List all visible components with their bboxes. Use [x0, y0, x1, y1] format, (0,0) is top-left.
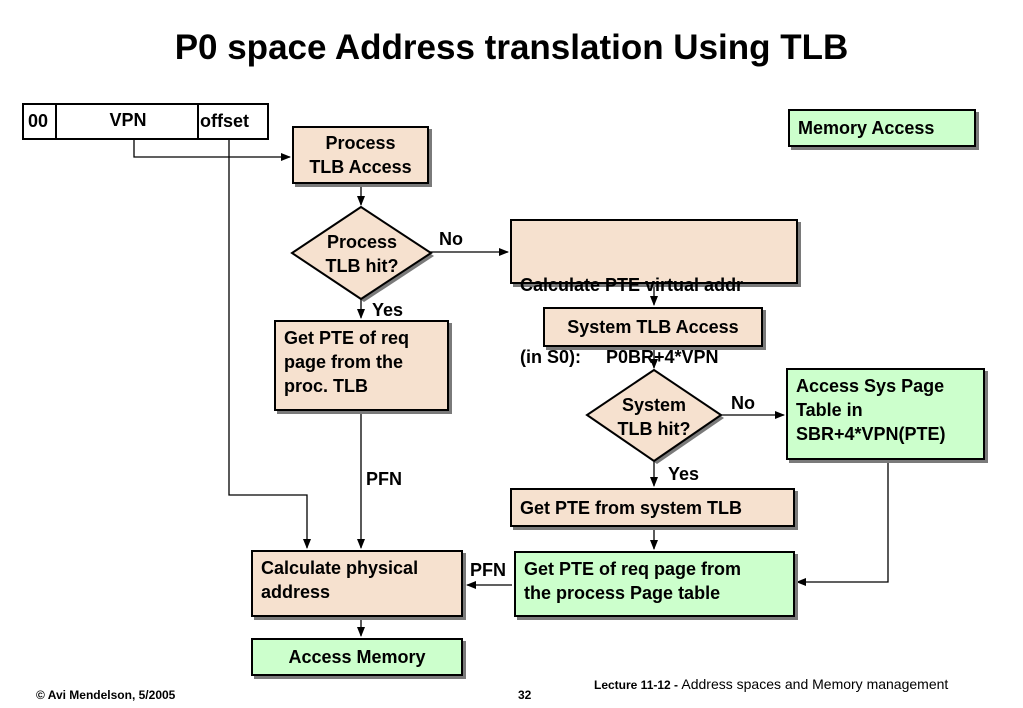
- process-tlb-hit-label: Process TLB hit?: [292, 230, 432, 278]
- edge-label-pfn-proc: PFN: [366, 469, 402, 489]
- process-tlb-access-line-1: Process: [325, 133, 396, 153]
- process-tlb-access-box: Process TLB Access: [292, 126, 429, 184]
- access-sys-page-table-box: Access Sys Page Table in SBR+4*VPN(PTE): [786, 368, 985, 460]
- get-pte-proc-tlb-line-3: proc. TLB: [284, 376, 368, 396]
- address-field-vpn: VPN: [109, 110, 147, 130]
- system-tlb-hit-line-2: TLB hit?: [617, 419, 691, 439]
- process-tlb-hit-diamond: [290, 205, 433, 301]
- address-field-offset: offset: [200, 111, 249, 131]
- footer-lecture-title: Address spaces and Memory management: [681, 676, 949, 692]
- system-tlb-hit-label: System TLB hit?: [587, 393, 721, 441]
- get-pte-proc-tlb-line-1: Get PTE of req: [284, 328, 410, 348]
- footer-copyright: © Avi Mendelson, 5/2005: [36, 688, 176, 702]
- process-tlb-hit-line-1: Process: [326, 232, 398, 252]
- footer-lecture: Lecture 11-12 - Address spaces and Memor…: [594, 676, 948, 692]
- process-tlb-access-line-2: TLB Access: [309, 157, 412, 177]
- virtual-address-format: 00 VPN offset: [22, 103, 269, 140]
- footer-page-number: 32: [518, 688, 532, 702]
- edge-label-no-process: No: [439, 229, 463, 249]
- access-sys-page-table-line-1: Access Sys Page: [796, 376, 945, 396]
- system-tlb-access-box: System TLB Access: [543, 307, 763, 347]
- get-pte-sys-tlb-box: Get PTE from system TLB: [510, 488, 795, 527]
- edge-sys-pagetable-to-pt: [796, 460, 889, 586]
- system-tlb-hit-diamond: [585, 368, 723, 463]
- calc-pte-vaddr-line-1: Calculate PTE virtual addr: [520, 275, 744, 295]
- memory-access-legend-box: Memory Access: [788, 109, 976, 147]
- address-divider: [197, 105, 199, 138]
- system-tlb-hit-line-1: System: [621, 395, 687, 415]
- footer-lecture-prefix: Lecture 11-12 -: [594, 678, 682, 692]
- calc-physical-line-1: Calculate physical: [261, 558, 419, 578]
- edge-label-pfn-pagetable: PFN: [470, 560, 506, 580]
- access-memory-box: Access Memory: [251, 638, 463, 676]
- get-pte-proc-tlb-line-2: page from the: [284, 352, 404, 372]
- page-title: P0 space Address translation Using TLB: [174, 28, 849, 67]
- get-pte-page-table-box: Get PTE of req page from the process Pag…: [514, 551, 795, 617]
- edge-label-yes-process: Yes: [372, 300, 404, 320]
- access-sys-page-table-line-3: SBR+4*VPN(PTE): [796, 424, 946, 444]
- get-pte-proc-tlb-box: Get PTE of req page from the proc. TLB: [274, 320, 449, 411]
- address-divider: [55, 105, 57, 138]
- address-field-00: 00: [28, 111, 49, 131]
- calc-pte-vaddr-line-2: (in S0): P0BR+4*VPN: [520, 347, 719, 367]
- edge-vpn-to-tlb-access: [133, 140, 291, 161]
- system-tlb-access-label: System TLB Access: [567, 317, 739, 337]
- calc-pte-vaddr-box: Calculate PTE virtual addr (in S0): P0BR…: [510, 219, 798, 367]
- calc-physical-line-2: address: [261, 582, 331, 602]
- memory-access-legend-label: Memory Access: [798, 118, 935, 138]
- edge-offset-to-calc-physical: [228, 140, 311, 549]
- calc-physical-address-box: Calculate physical address: [251, 550, 463, 617]
- edge-label-yes-system: Yes: [668, 464, 700, 484]
- get-pte-page-table-line-2: the process Page table: [524, 583, 721, 603]
- access-memory-label: Access Memory: [288, 647, 426, 667]
- edge-label-no-system: No: [731, 393, 755, 413]
- process-tlb-hit-line-2: TLB hit?: [325, 256, 399, 276]
- get-pte-page-table-line-1: Get PTE of req page from: [524, 559, 742, 579]
- get-pte-sys-tlb-label: Get PTE from system TLB: [520, 497, 743, 518]
- access-sys-page-table-line-2: Table in: [796, 400, 863, 420]
